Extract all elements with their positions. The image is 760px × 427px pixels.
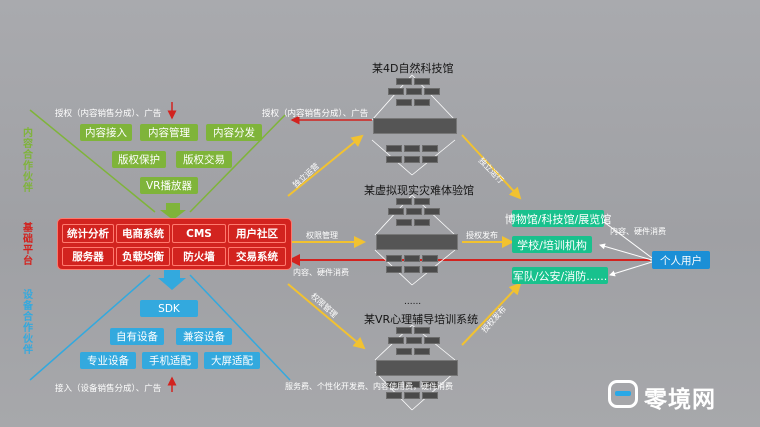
venue-ellipsis: ...... <box>404 297 422 307</box>
venue2-tier4 <box>386 255 438 262</box>
vertical-device-partner: 设备合作伙伴 <box>23 290 33 356</box>
venue-title-4d-museum: 某4D自然科技馆 <box>372 62 454 75</box>
venue1-tier3 <box>396 99 430 106</box>
copyright-protect-box[interactable]: 版权保护 <box>112 151 166 168</box>
target-museum-box[interactable]: 博物馆/科技馆/展览馆 <box>505 210 611 227</box>
pro-device-box[interactable]: 专业设备 <box>80 352 136 369</box>
copyright-trade-box[interactable]: 版权交易 <box>176 151 232 168</box>
target-school-box[interactable]: 学校/培训机构 <box>512 236 592 253</box>
vr-player-box[interactable]: VR播放器 <box>140 177 198 194</box>
device-partner-revenue-label: 接入（设备销售分成）、广告 <box>55 384 162 394</box>
platform-cms[interactable]: CMS <box>172 224 226 243</box>
venue1-tier4 <box>386 145 438 152</box>
content-manage-box[interactable]: 内容管理 <box>140 124 198 141</box>
user-content-hw-label: 内容、硬件消费 <box>610 227 666 236</box>
content-ingest-box[interactable]: 内容接入 <box>80 124 132 141</box>
target-military-box[interactable]: 军队/公安/消防...... <box>512 267 608 284</box>
own-device-box[interactable]: 自有设备 <box>110 328 164 345</box>
venue2-tier5 <box>386 266 438 273</box>
venue-title-vr-counseling: 某VR心理辅导培训系统 <box>364 313 479 326</box>
venue2-platform <box>376 234 458 250</box>
venue2-tier2 <box>388 208 440 215</box>
permission-mgmt-mid-label: 权限管理 <box>306 231 338 240</box>
service-fee-label: 服务费、个性化开发费、内容使用费，硬件消费 <box>285 382 453 391</box>
compatible-device-box[interactable]: 兼容设备 <box>176 328 232 345</box>
sdk-box[interactable]: SDK <box>140 300 198 317</box>
venue1-platform <box>373 118 457 134</box>
individual-user-box[interactable]: 个人用户 <box>652 251 710 269</box>
venue3-tier3 <box>396 348 430 355</box>
venue1-tier1 <box>396 78 430 85</box>
vertical-content-partner: 内容合作伙伴 <box>23 128 33 194</box>
auth-publish-mid-label: 授权发布 <box>466 231 498 240</box>
big-screen-adapt-box[interactable]: 大屏适配 <box>204 352 260 369</box>
platform-community[interactable]: 用户社区 <box>228 224 286 243</box>
vertical-base-platform: 基础平台 <box>23 223 33 267</box>
venue3-tier1 <box>396 327 430 334</box>
platform-firewall[interactable]: 防火墙 <box>172 247 226 266</box>
logo-text: 零境网 <box>644 387 716 413</box>
venue2-tier1 <box>396 198 430 205</box>
content-hw-mid-label: 内容、硬件消费 <box>293 268 349 277</box>
venue-auth-revenue-label: 授权（内容销售分成）、广告 <box>262 109 369 119</box>
platform-ecommerce[interactable]: 电商系统 <box>116 224 170 243</box>
venue3-tier5 <box>386 392 438 399</box>
venue3-platform <box>376 360 458 376</box>
venue-title-disaster-experience: 某虚拟现实灾难体验馆 <box>364 184 474 197</box>
content-partner-revenue-label: 授权（内容销售分成）、广告 <box>55 109 162 119</box>
mobile-adapt-box[interactable]: 手机适配 <box>142 352 198 369</box>
venue3-tier4 <box>386 381 438 388</box>
venue1-tier5 <box>386 156 438 163</box>
platform-transaction[interactable]: 交易系统 <box>228 247 286 266</box>
venue3-tier2 <box>388 337 440 344</box>
platform-load-balance[interactable]: 负载均衡 <box>116 247 170 266</box>
logo-icon <box>608 380 638 408</box>
venue2-tier3 <box>396 219 430 226</box>
platform-server[interactable]: 服务器 <box>62 247 114 266</box>
venue1-tier2 <box>388 88 440 95</box>
content-distribute-box[interactable]: 内容分发 <box>206 124 262 141</box>
platform-analytics[interactable]: 统计分析 <box>62 224 114 243</box>
